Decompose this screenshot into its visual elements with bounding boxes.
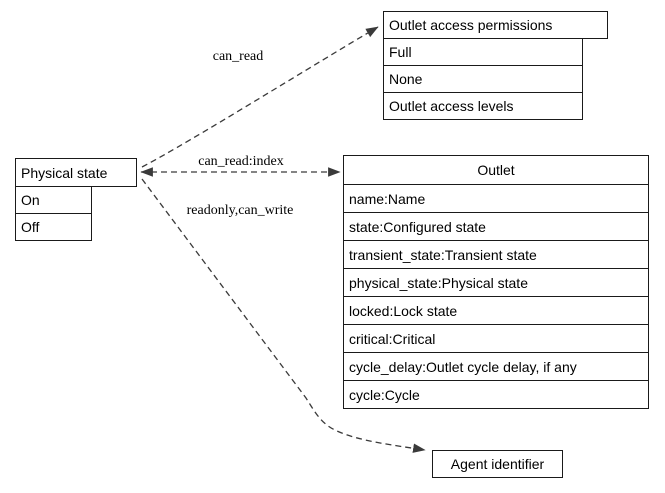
edge-label-can-read: can_read [212,49,264,64]
edge-label-can-read-index: can_read:index [198,154,284,169]
node-outlet-row-state: state:Configured state [343,212,649,241]
node-agent-identifier-title: Agent identifier [432,450,563,478]
edge-readonly-can-write [141,178,426,453]
node-physical-state: Physical state On Off [15,158,137,241]
node-outlet-row-locked: locked:Lock state [343,296,649,325]
node-outlet-access-permissions: Outlet access permissions Full None Outl… [383,11,608,120]
node-outlet-row-physical-state: physical_state:Physical state [343,268,649,297]
node-physical-state-row-on: On [15,186,92,214]
node-outlet-access-permissions-row-levels: Outlet access levels [383,92,583,120]
node-outlet: Outlet name:Name state:Configured state … [343,155,649,409]
node-outlet-title: Outlet [343,155,649,185]
node-outlet-row-critical: critical:Critical [343,324,649,353]
node-outlet-row-name: name:Name [343,184,649,213]
node-physical-state-row-off: Off [15,213,92,241]
node-outlet-access-permissions-row-none: None [383,65,583,93]
node-physical-state-title: Physical state [15,158,137,187]
edge-label-readonly-can-write: readonly,can_write [186,203,294,218]
node-outlet-row-cycle-delay: cycle_delay:Outlet cycle delay, if any [343,352,649,381]
node-outlet-access-permissions-title: Outlet access permissions [383,11,608,39]
node-outlet-access-permissions-row-full: Full [383,38,583,66]
node-outlet-row-cycle: cycle:Cycle [343,380,649,409]
edge-can-read [141,26,379,168]
node-outlet-row-transient-state: transient_state:Transient state [343,240,649,269]
node-agent-identifier: Agent identifier [432,450,563,478]
